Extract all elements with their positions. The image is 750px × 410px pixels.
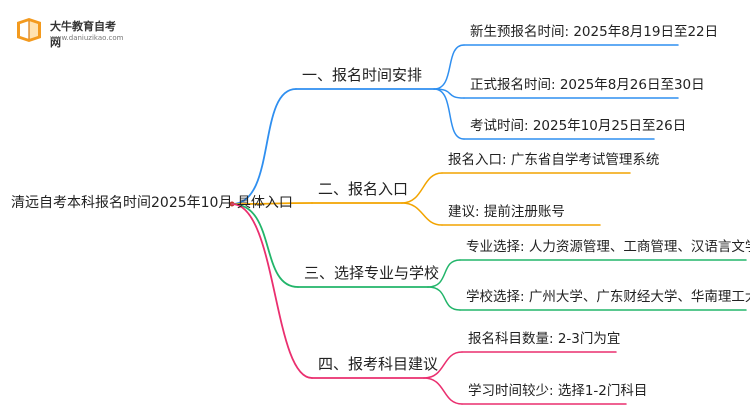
branch-4-leaf-2: 学习时间较少: 选择1-2门科目 (468, 383, 648, 399)
branch-1-leaf-2: 正式报名时间: 2025年8月26日至30日 (470, 77, 705, 93)
branch-4-leaf-1-connector (423, 351, 463, 379)
branch-3-leaf-2-connector (427, 286, 461, 311)
branch-3-leaf-1: 专业选择: 人力资源管理、工商管理、汉语言文学等 (466, 239, 750, 255)
brand-url: www.daniuzikao.com (50, 34, 124, 42)
branch-4-leaf-1: 报名科目数量: 2-3门为宜 (468, 331, 621, 347)
branch-4-label: 四、报考科目建议 (318, 355, 439, 373)
branch-1-connector (231, 88, 297, 205)
branch-2-leaf-2-connector (401, 202, 443, 226)
branch-2-connector (231, 202, 313, 205)
branch-2-leaf-1: 报名入口: 广东省自学考试管理系统 (448, 152, 660, 168)
branch-1-leaf-1: 新生预报名时间: 2025年8月19日至22日 (470, 24, 719, 40)
brand-name: 大牛教育自考网 (50, 20, 116, 49)
root-node-label: 清远自考本科报名时间2025年10月 具体入口 (11, 195, 293, 211)
branch-2-leaf-1-connector (401, 172, 443, 204)
branch-1-leaf-3-connector (433, 88, 465, 140)
branch-2-leaf-2: 建议: 提前注册账号 (448, 204, 565, 220)
branch-3-leaf-2: 学校选择: 广州大学、广东财经大学、华南理工大学等 (466, 289, 750, 305)
branch-4-leaf-2-connector (423, 377, 463, 405)
book-logo-icon (17, 18, 41, 42)
branch-1-leaf-1-connector (433, 44, 465, 90)
branch-3-connector (231, 203, 299, 288)
branch-3-label: 三、选择专业与学校 (304, 264, 440, 282)
brand-logo: 大牛教育自考网 www.daniuzikao.com (14, 12, 126, 49)
branch-1-leaf-3: 考试时间: 2025年10月25日至26日 (470, 118, 687, 134)
branch-4-connector (231, 203, 313, 379)
branch-3-leaf-1-connector (427, 259, 461, 288)
branch-2-label: 二、报名入口 (318, 180, 409, 198)
branch-1-label: 一、报名时间安排 (302, 66, 423, 84)
